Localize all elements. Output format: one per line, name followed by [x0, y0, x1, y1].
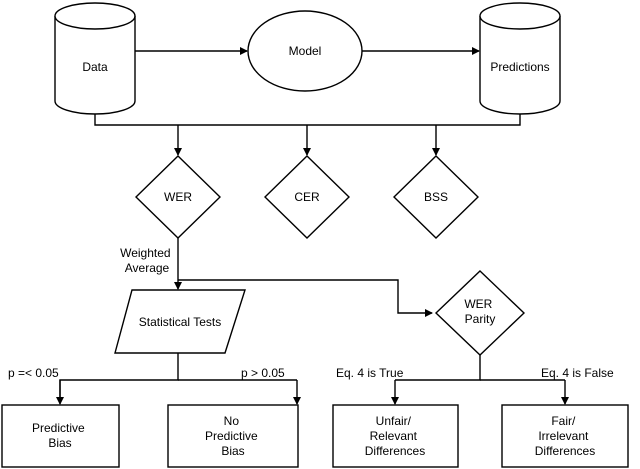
predictive-bias-label: Predictive Bias	[32, 421, 88, 450]
model-ellipse: Model	[247, 10, 363, 92]
unfair-differences-box: Unfair/ Relevant Differences	[332, 404, 459, 468]
connector-tests-split	[59, 353, 179, 400]
fair-line-2: Irrelevant	[538, 429, 589, 443]
fair-differences-label: Fair/ Irrelevant Differences	[535, 414, 595, 458]
data-label: Data	[82, 60, 108, 74]
unfair-line-2: Relevant	[370, 429, 418, 443]
bss-diamond: BSS	[392, 155, 480, 239]
eq-false-label: Eq. 4 is False	[541, 366, 614, 380]
connector-bus	[94, 114, 521, 126]
bss-label: BSS	[424, 190, 448, 204]
model-label: Model	[289, 44, 322, 58]
wer-parity-line-2: Parity	[465, 312, 496, 326]
cer-diamond: CER	[263, 155, 351, 239]
cer-label: CER	[294, 190, 320, 204]
predictions-cylinder: Predictions	[479, 2, 561, 115]
predictions-label: Predictions	[490, 60, 549, 74]
eq-true-label: Eq. 4 is True	[336, 366, 404, 380]
data-cylinder: Data	[54, 2, 136, 115]
wer-parity-label: WER Parity	[464, 297, 495, 326]
fair-line-1: Fair/	[551, 414, 576, 428]
statistical-tests-label: Statistical Tests	[139, 315, 221, 329]
predictive-bias-line-2: Bias	[48, 436, 71, 450]
predictive-bias-line-1: Predictive	[32, 421, 85, 435]
connector-parity-split	[395, 355, 481, 381]
unfair-line-1: Unfair/	[376, 414, 412, 428]
unfair-line-3: Differences	[365, 444, 425, 458]
wer-parity-line-1: WER	[464, 297, 492, 311]
weighted-average-line-2: Average	[125, 261, 170, 275]
fair-differences-box: Fair/ Irrelevant Differences	[501, 404, 629, 468]
fair-line-3: Differences	[535, 444, 595, 458]
statistical-tests-box: Statistical Tests	[114, 289, 246, 354]
wer-diamond: WER	[134, 155, 222, 239]
wer-parity-diamond: WER Parity	[434, 270, 526, 356]
arrow-to-wer-parity	[178, 279, 433, 317]
unfair-differences-label: Unfair/ Relevant Differences	[365, 414, 425, 458]
p-high-label: p > 0.05	[241, 366, 285, 380]
no-predictive-bias-label: No Predictive Bias	[205, 414, 261, 458]
wer-label: WER	[164, 190, 192, 204]
weighted-average-line-1: Weighted	[120, 246, 170, 260]
p-low-label: p =< 0.05	[8, 366, 59, 380]
predictive-bias-box: Predictive Bias	[1, 404, 120, 468]
no-predictive-bias-line-1: No	[224, 414, 240, 428]
no-predictive-bias-line-3: Bias	[221, 444, 244, 458]
no-predictive-bias-box: No Predictive Bias	[167, 404, 299, 468]
weighted-average-label: Weighted Average	[120, 246, 174, 275]
no-predictive-bias-line-2: Predictive	[205, 429, 258, 443]
